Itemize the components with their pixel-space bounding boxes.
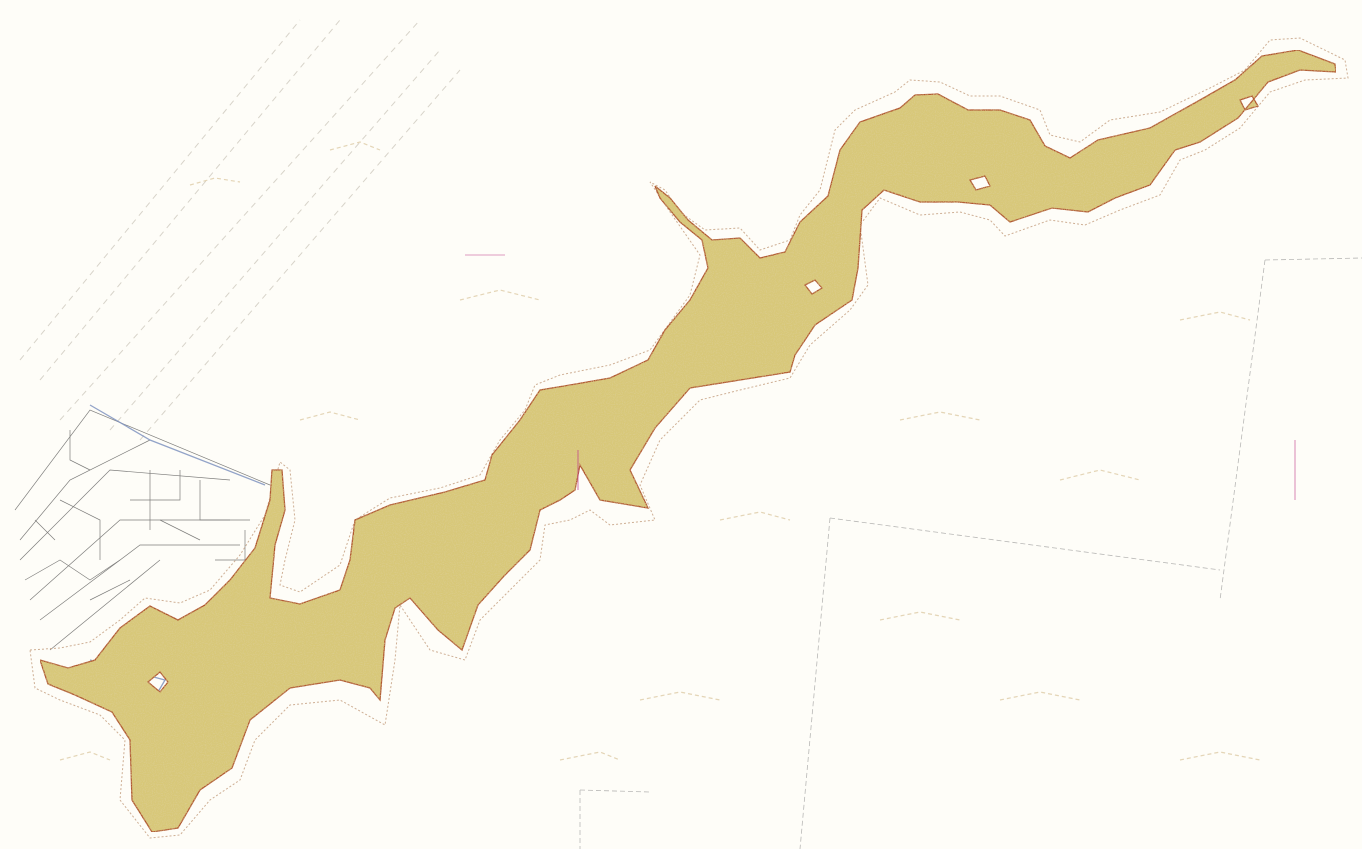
terrain-fragments xyxy=(59,141,1261,761)
flood-zone[interactable] xyxy=(38,49,1337,833)
diagonal-road-lines xyxy=(19,19,461,441)
parcel-boundary-lines xyxy=(579,257,1362,849)
street-network xyxy=(14,409,271,651)
flood-zone-area[interactable] xyxy=(38,49,1337,833)
accent-markers xyxy=(465,254,1296,500)
outer-contour xyxy=(29,37,1349,839)
